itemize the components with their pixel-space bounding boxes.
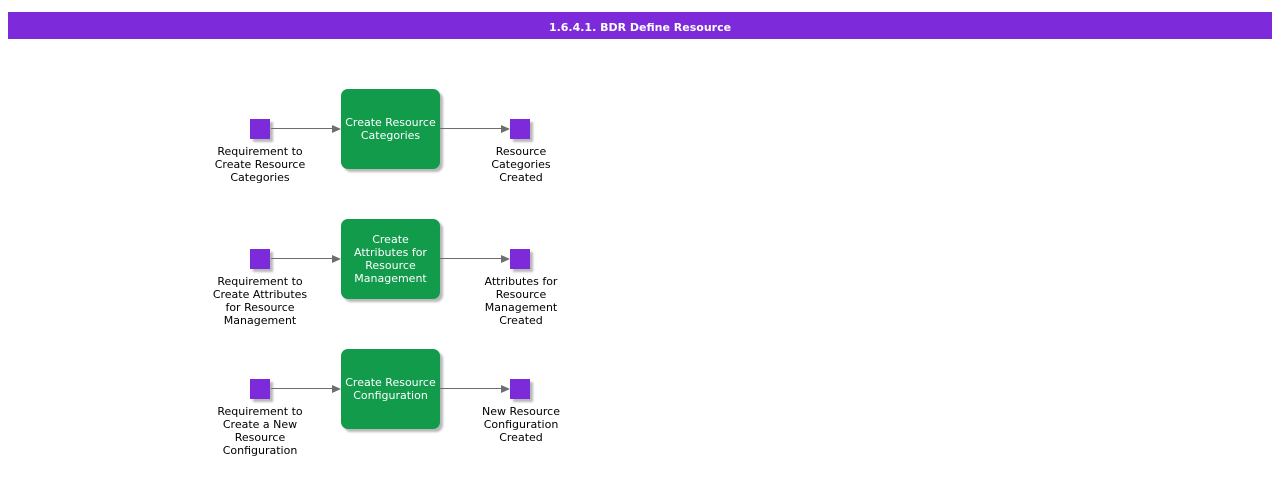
input-event-label: Requirement to Create a New Resource Con… (217, 405, 303, 457)
input-event-node[interactable] (250, 119, 270, 139)
output-event-node[interactable] (510, 119, 530, 139)
function-node[interactable]: Create Attributes for Resource Managemen… (341, 219, 440, 299)
flow-arrow-line (271, 388, 332, 389)
flow-arrow-head-icon (501, 125, 510, 133)
function-node[interactable]: Create Resource Configuration (341, 349, 440, 429)
flow-arrow-line (440, 388, 501, 389)
flow-arrow-head-icon (332, 255, 341, 263)
input-event-label: Requirement to Create Attributes for Res… (212, 275, 308, 327)
flow-arrow-line (271, 128, 332, 129)
function-node[interactable]: Create Resource Categories (341, 89, 440, 169)
output-event-label: New Resource Configuration Created (482, 405, 560, 444)
output-event-node[interactable] (510, 379, 530, 399)
diagram-title: 1.6.4.1. BDR Define Resource (548, 21, 732, 34)
flow-arrow-head-icon (501, 385, 510, 393)
flow-arrow-line (271, 258, 332, 259)
process-row-2: Create Attributes for Resource Managemen… (0, 219, 1280, 369)
flow-arrow-line (440, 258, 501, 259)
process-row-1: Create Resource Categories Requirement t… (0, 89, 1280, 239)
output-event-label: Resource Categories Created (491, 145, 551, 184)
process-row-3: Create Resource Configuration Requiremen… (0, 349, 1280, 478)
output-event-label: Attributes for Resource Management Creat… (484, 275, 558, 327)
flow-arrow-head-icon (332, 385, 341, 393)
diagram-title-bar: 1.6.4.1. BDR Define Resource (8, 12, 1272, 39)
flow-arrow-head-icon (332, 125, 341, 133)
flow-arrow-line (440, 128, 501, 129)
output-event-node[interactable] (510, 249, 530, 269)
input-event-node[interactable] (250, 249, 270, 269)
input-event-node[interactable] (250, 379, 270, 399)
flow-arrow-head-icon (501, 255, 510, 263)
input-event-label: Requirement to Create Resource Categorie… (214, 145, 306, 184)
